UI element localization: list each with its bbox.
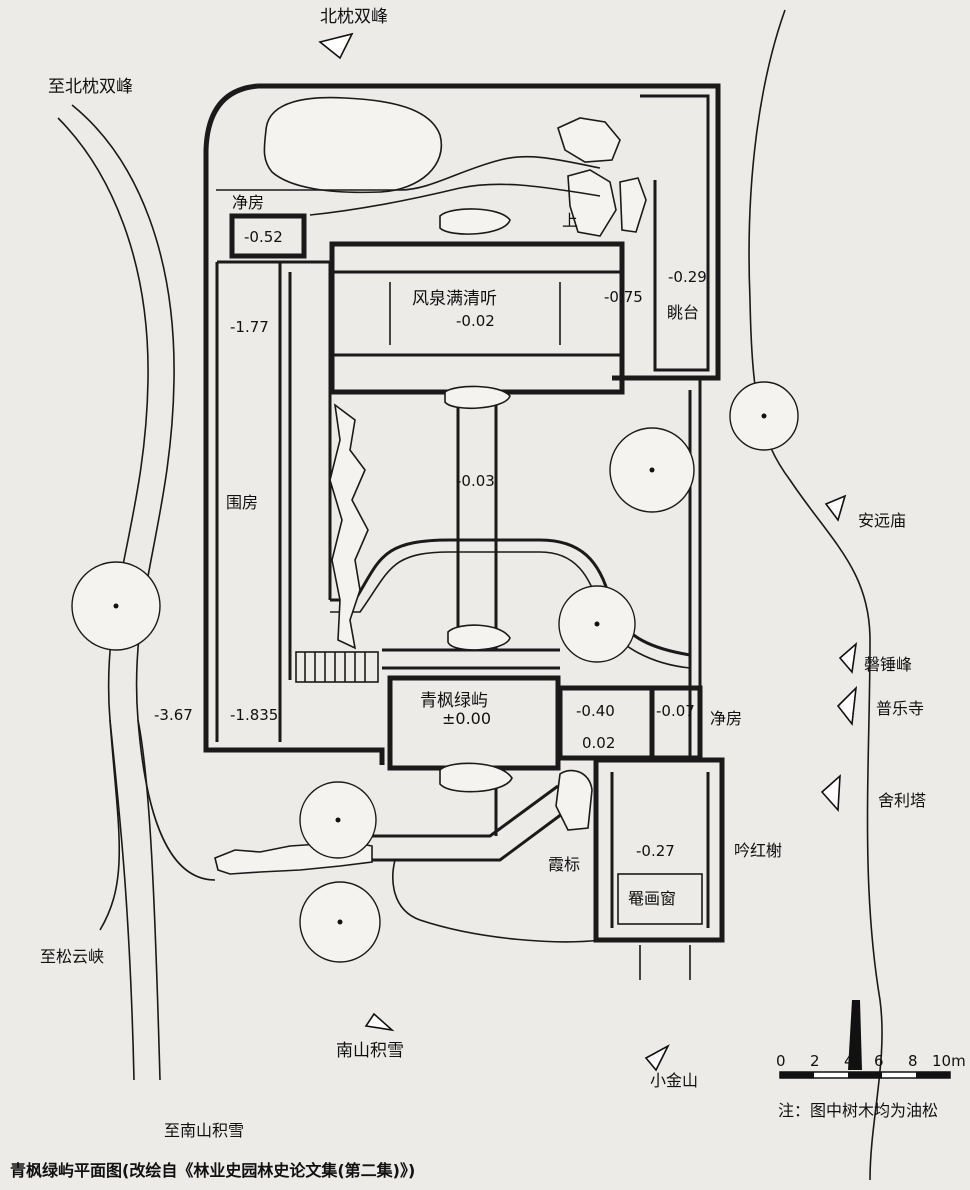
label-tiaotai: 眺台 <box>667 303 699 322</box>
elevation-002a: -0.02 <box>456 312 495 330</box>
elevation-177: -1.77 <box>230 318 269 336</box>
east-path <box>748 9 883 1181</box>
elevation-000: ±0.00 <box>442 709 491 728</box>
jingfang-north-room <box>229 213 307 259</box>
south-path <box>392 859 691 980</box>
tree-center-south <box>558 585 636 663</box>
scale-tick-0: 0 <box>776 1052 786 1070</box>
rockery-west <box>329 403 369 650</box>
label-weifang: 围房 <box>226 493 258 512</box>
scale-bar <box>779 1071 951 1079</box>
scale-tick-10m: 10m <box>932 1052 966 1070</box>
tree-note: 注：图中树木均为油松 <box>778 1101 938 1120</box>
elevation-007: -0.07 <box>656 702 695 720</box>
tree-west <box>71 561 161 651</box>
central-corridor <box>330 392 691 669</box>
label-north-peaks: 北枕双峰 <box>320 7 388 27</box>
tree-south-2 <box>299 881 381 963</box>
compound-walls <box>203 83 721 765</box>
tree-south-1 <box>299 781 377 859</box>
label-xiaojin-hill: 小金山 <box>650 1071 698 1090</box>
pond-north <box>216 96 601 216</box>
label-bahuachuang: 罨画窗 <box>628 889 676 908</box>
tree-east-north <box>729 381 799 451</box>
elevation-002b: 0.02 <box>582 734 615 752</box>
label-qingchui-peak: 磬锤峰 <box>864 655 912 674</box>
label-anyuan-temple: 安远庙 <box>858 511 906 530</box>
rockery-northeast <box>557 117 647 237</box>
view-arrow-icons <box>318 32 858 1072</box>
elevation-029: -0.29 <box>668 268 707 286</box>
label-xiabiao: 霞标 <box>548 855 580 874</box>
elevation-075: -0.75 <box>604 288 643 306</box>
label-sheli-pagoda: 舍利塔 <box>878 791 926 810</box>
label-to-nanshan-snow: 至南山积雪 <box>164 1121 244 1140</box>
label-to-north-peaks: 至北枕双峰 <box>48 77 133 97</box>
elevation-040: -0.40 <box>576 702 615 720</box>
label-jingfang-north: 净房 <box>232 193 264 212</box>
label-yinhongxie: 吟红榭 <box>734 841 782 860</box>
label-jingfang-east: 净房 <box>710 709 742 728</box>
north-arrow-icon <box>848 1000 862 1070</box>
elevation-367: -3.67 <box>154 706 193 724</box>
figure-caption: 青枫绿屿平面图(改绘自《林业史园林史论文集(第二集)》) <box>10 1161 415 1180</box>
label-qingfeng-main: 青枫绿屿 <box>420 691 488 711</box>
rocks-misc <box>439 208 593 831</box>
scale-tick-6: 6 <box>874 1052 884 1070</box>
scale-tick-2: 2 <box>810 1052 820 1070</box>
elevation-1835: -1.835 <box>230 706 278 724</box>
east-rooms <box>557 685 725 943</box>
west-path <box>57 104 216 1081</box>
label-to-songyun-gorge: 至松云峡 <box>40 947 104 966</box>
elevation-003: -0.03 <box>456 472 495 490</box>
elevation-027: -0.27 <box>636 842 675 860</box>
elevation-052: -0.52 <box>244 228 283 246</box>
scale-tick-4: 4 <box>844 1052 854 1070</box>
label-pule-temple: 普乐寺 <box>876 699 924 718</box>
scale-tick-8: 8 <box>908 1052 918 1070</box>
label-fengquan-hall: 风泉满清听 <box>412 289 497 309</box>
label-nanshan-snow: 南山积雪 <box>336 1041 404 1061</box>
label-stair-up: 上 <box>562 211 578 230</box>
tree-center-east <box>609 427 695 513</box>
